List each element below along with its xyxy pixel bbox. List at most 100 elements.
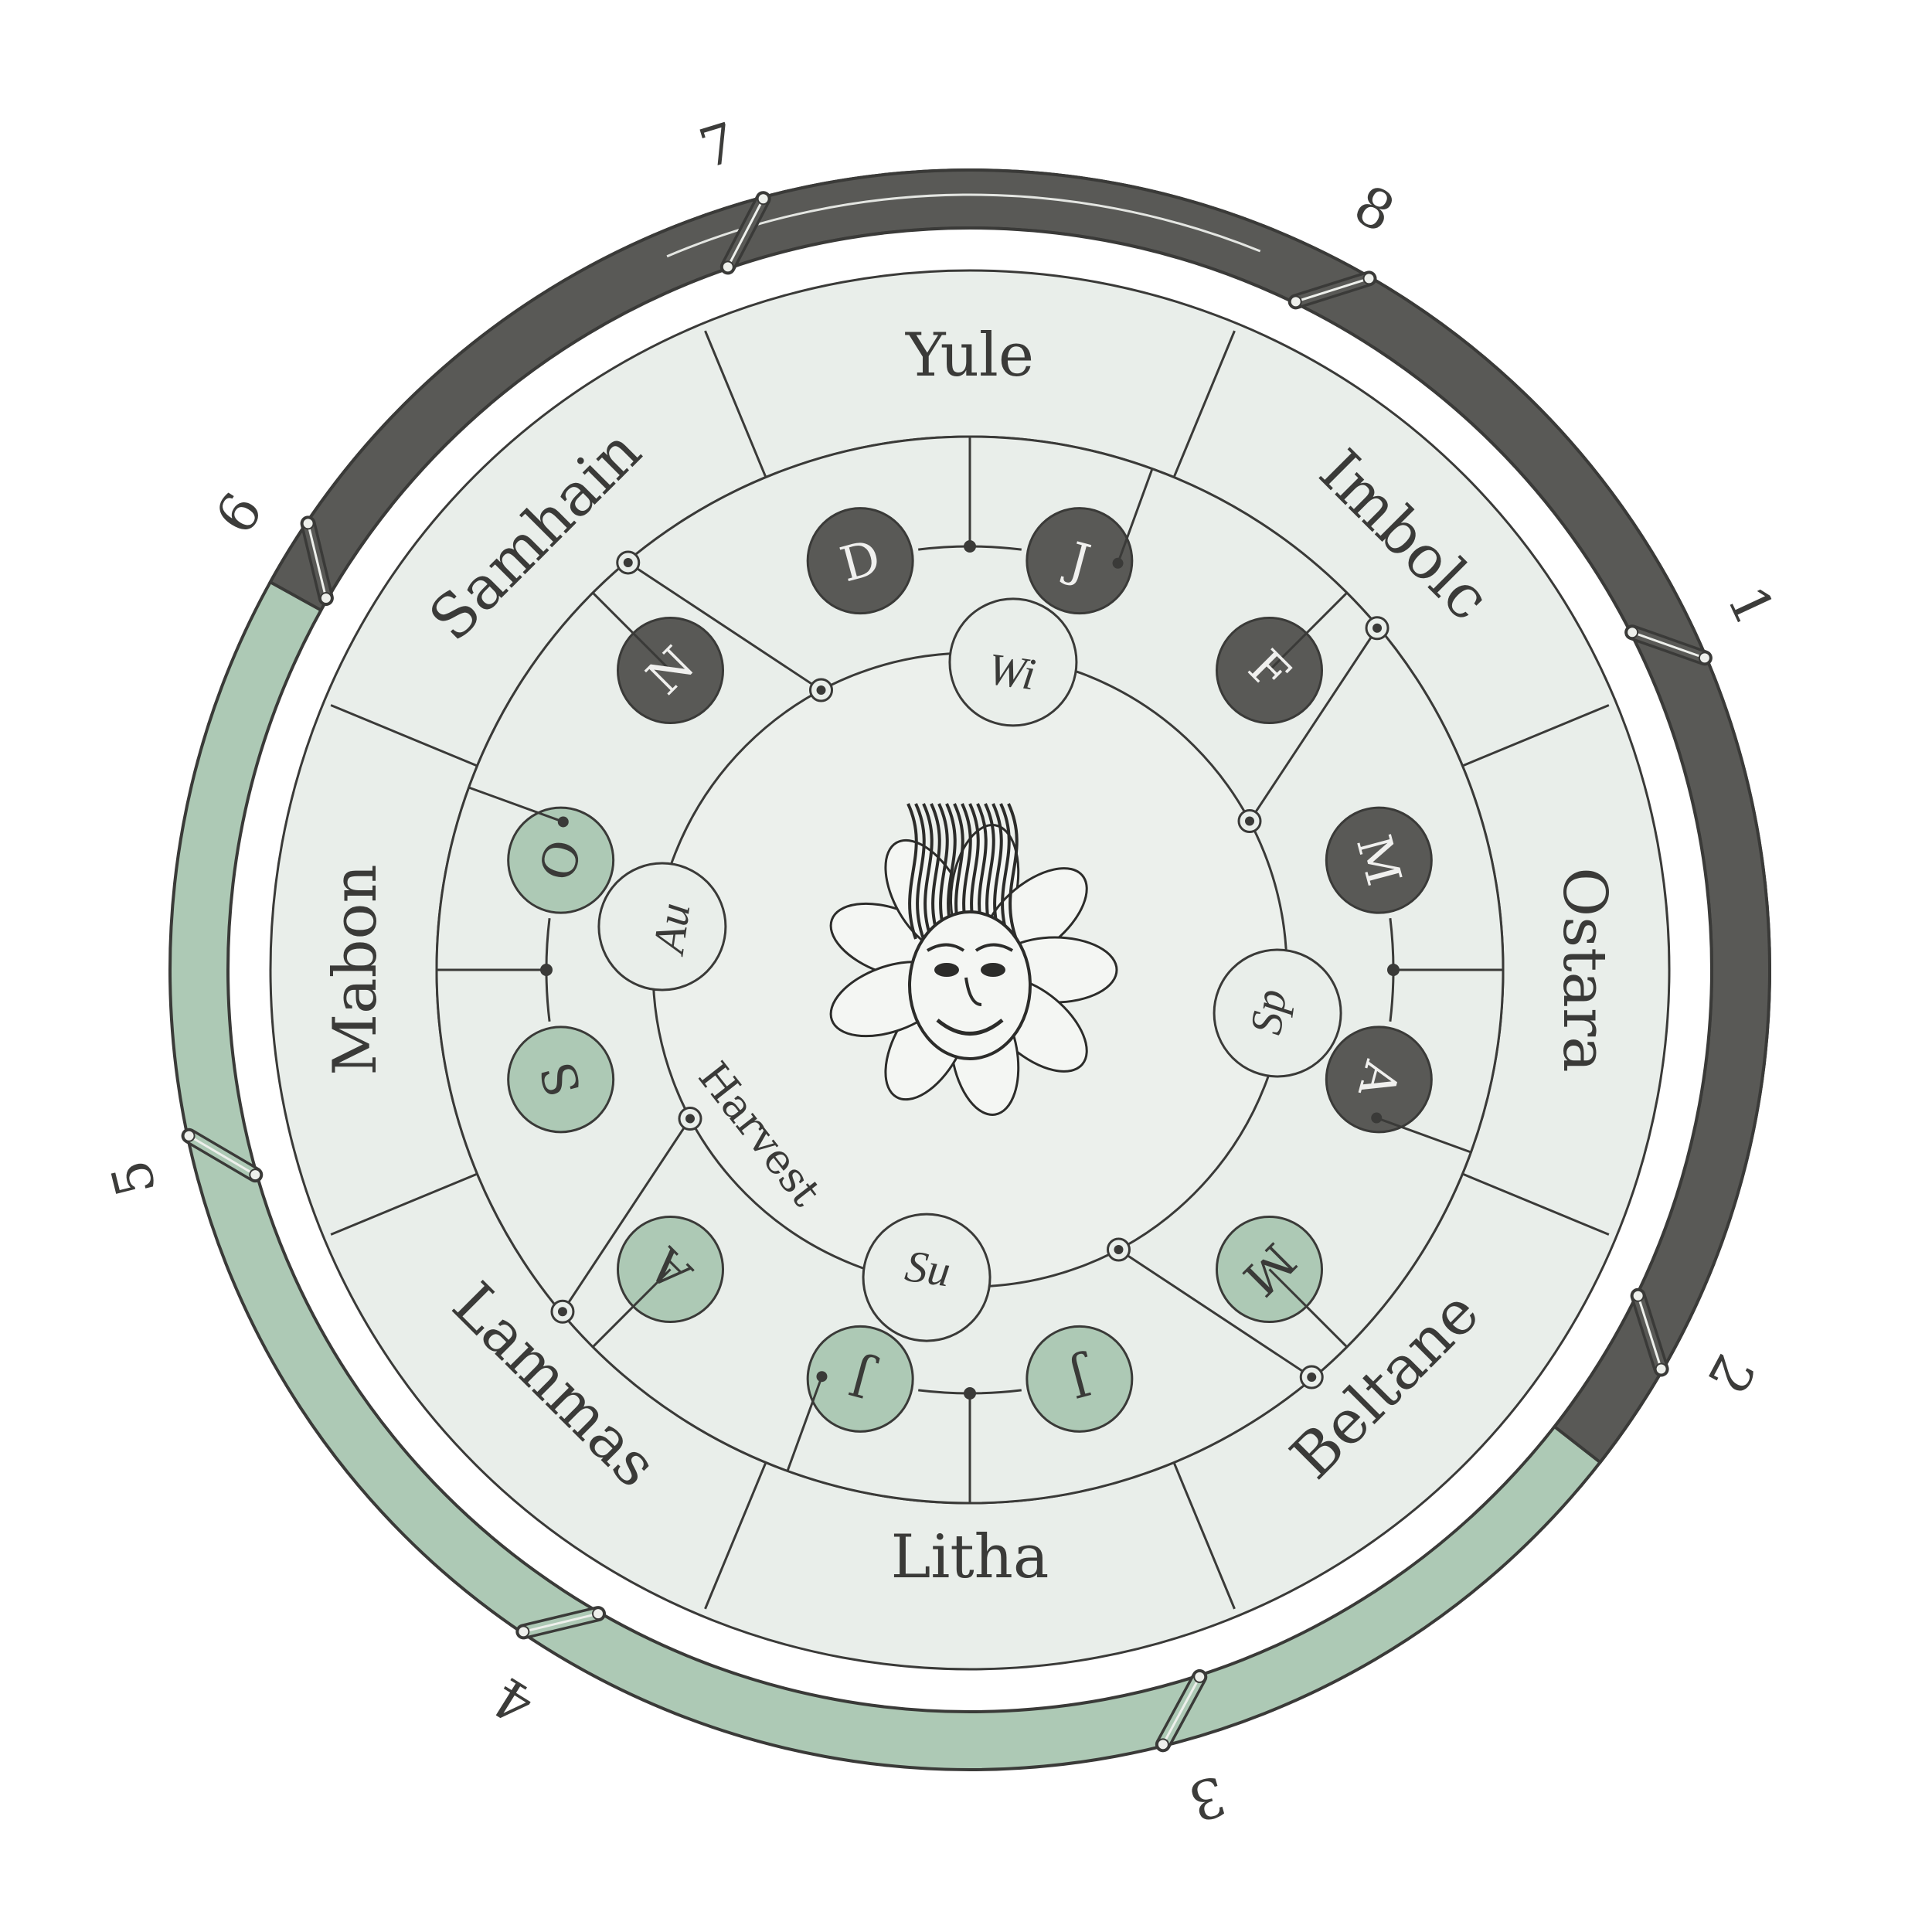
pin-dot	[301, 517, 315, 530]
sabbat-label-yule: Yule	[905, 321, 1034, 390]
pin-dot	[721, 260, 734, 274]
divider-dot	[1245, 816, 1255, 826]
month-circle	[1026, 507, 1134, 615]
hair-strand	[1007, 803, 1019, 940]
pin-dot	[757, 192, 770, 206]
month-circle	[1026, 1325, 1134, 1433]
outer-number-5: 5	[99, 1154, 168, 1202]
month-circle	[806, 507, 914, 615]
tick-dot	[1371, 1112, 1383, 1124]
pin-dot	[592, 1607, 604, 1621]
hair-strand	[999, 803, 1011, 940]
left-eye	[934, 963, 959, 977]
sabbat-label-mabon: Mabon	[321, 864, 390, 1076]
month-stem	[592, 1268, 672, 1348]
sabbat-divider	[1461, 704, 1610, 767]
green-man-emblem	[829, 803, 1118, 1116]
month-stem	[1268, 592, 1348, 672]
pin-dot	[1289, 295, 1302, 308]
hair-strand	[914, 803, 926, 940]
month-circle	[1325, 1026, 1433, 1134]
sabbat-label-litha: Litha	[891, 1522, 1049, 1592]
divider-dot	[816, 685, 826, 695]
sabbat-divider	[704, 1461, 767, 1610]
month-tick	[786, 1376, 823, 1471]
marker-pin-2	[1630, 1287, 1669, 1377]
tick-dot	[1112, 557, 1124, 569]
season-label: Sp	[1240, 986, 1296, 1037]
pair-dot	[540, 964, 553, 976]
marker-pin-7	[719, 191, 771, 275]
pin-dot	[517, 1625, 530, 1638]
pin-line	[1631, 631, 1706, 659]
month-stem	[1268, 1268, 1348, 1348]
green-man-face	[829, 803, 1118, 1116]
season-notch	[597, 862, 727, 992]
pin-dot	[1626, 626, 1639, 639]
month-circle	[507, 806, 615, 914]
pin-dot	[319, 592, 332, 604]
sabbat-divider	[1172, 1461, 1236, 1610]
season-label: Wi	[985, 643, 1039, 699]
tick-dot	[816, 1371, 828, 1383]
smile	[936, 1019, 1004, 1036]
pair-dot	[964, 1387, 976, 1400]
outer-number-8: 8	[1345, 173, 1405, 245]
sabbat-divider	[330, 704, 478, 767]
marker-pin-8	[1287, 270, 1377, 310]
season-label: Au	[643, 900, 700, 959]
month-stem	[592, 592, 672, 672]
season-divider	[561, 1117, 692, 1313]
outer-number-7: 7	[692, 111, 744, 181]
right-eye	[981, 963, 1005, 977]
month-tick	[1376, 1117, 1471, 1154]
marker-pin-6	[300, 515, 334, 606]
pin-dot	[1156, 1738, 1169, 1751]
outer-number-6: 6	[203, 482, 275, 545]
pin-dot	[249, 1168, 262, 1182]
pair-dot	[1387, 964, 1400, 976]
pin-line	[523, 1612, 599, 1633]
outer-number-2: 2	[1695, 1345, 1767, 1405]
sabbat-divider	[1172, 330, 1236, 478]
marker-pin-1	[1624, 624, 1713, 666]
month-circle	[806, 1325, 914, 1433]
season-notch	[948, 597, 1078, 727]
marker-pin-3	[1155, 1668, 1208, 1753]
sabbat-label-ostara: Ostara	[1549, 867, 1619, 1073]
season-notch	[1213, 948, 1342, 1078]
month-tick	[468, 786, 564, 823]
pin-dot	[1655, 1362, 1668, 1376]
sabbat-divider	[330, 1172, 478, 1236]
season-divider	[1117, 1248, 1313, 1379]
divider-dot	[1114, 1245, 1124, 1255]
divider-dot	[1307, 1372, 1317, 1383]
divider-dot	[685, 1114, 695, 1124]
pin-dot	[1698, 651, 1711, 665]
sabbat-divider	[1461, 1172, 1610, 1236]
tick-dot	[557, 816, 569, 828]
outer-number-3: 3	[1182, 1763, 1233, 1833]
pin-line	[726, 198, 764, 268]
sabbat-divider	[704, 330, 767, 478]
pin-line	[188, 1134, 257, 1176]
month-circle	[1325, 806, 1433, 914]
marker-pin-4	[515, 1606, 606, 1640]
sabbat-ring-outer-edge	[269, 269, 1671, 1671]
pin-line	[1637, 1295, 1663, 1369]
marker-pin-5	[181, 1128, 264, 1183]
pin-dot	[1193, 1670, 1206, 1683]
hair-strand	[930, 803, 941, 940]
month-tick	[1117, 468, 1154, 564]
brows	[926, 943, 1014, 952]
pair-dot	[964, 540, 976, 553]
connector-lines	[437, 437, 1503, 1503]
divider-dot	[557, 1307, 567, 1317]
outer-number-4: 4	[482, 1665, 545, 1736]
pin-line	[1295, 277, 1369, 303]
season-label: Su	[902, 1240, 953, 1296]
hair-strand	[906, 803, 918, 940]
pin-dot	[1631, 1289, 1645, 1302]
hair-strand	[922, 803, 934, 940]
